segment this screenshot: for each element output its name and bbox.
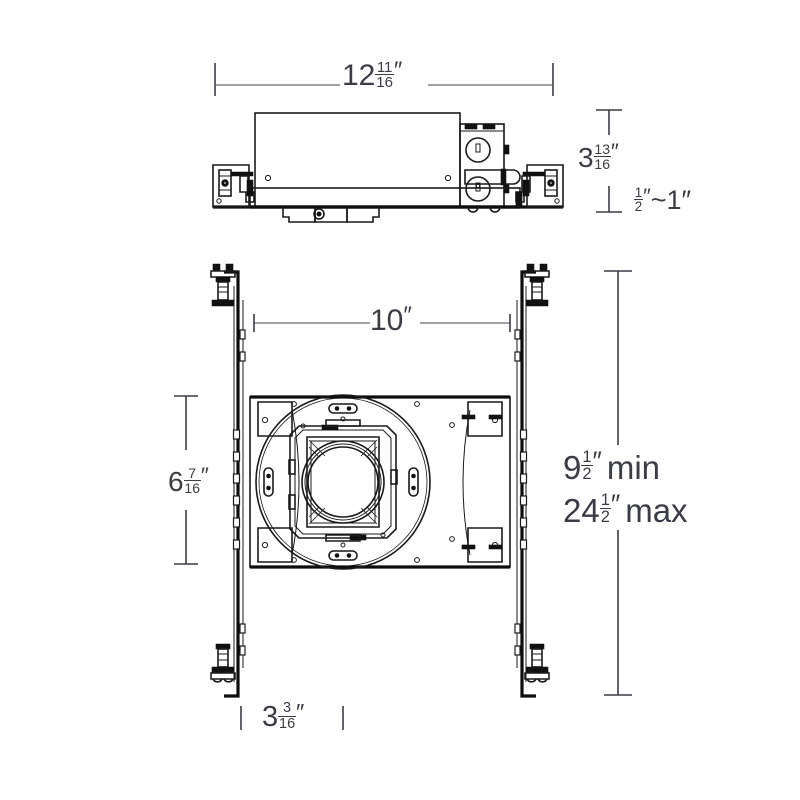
t-bar-clip-bottom-left (210, 643, 236, 683)
side-bracket-left (212, 164, 255, 208)
t-bar-clip-top-right (524, 263, 550, 307)
t-bar-clip-bottom-right (524, 643, 550, 683)
bar-hanger-left (210, 263, 246, 698)
aperture-keyhole-slots (263, 403, 419, 561)
dimension-joist-span (604, 270, 632, 696)
side-elevation-view (212, 112, 564, 223)
housing-plate (249, 394, 511, 570)
dimension-overall-width (214, 63, 554, 96)
label-plan-width: 10″ (370, 301, 412, 338)
trim-frame (288, 416, 398, 548)
dimension-aperture-height (174, 395, 198, 565)
dimension-plan-width (253, 314, 511, 332)
dimension-housing-height (596, 109, 622, 213)
t-bar-clip-top-left (210, 263, 236, 307)
bar-hanger-right (514, 263, 550, 698)
dimension-bar-hanger-offset (240, 706, 344, 730)
plan-view (210, 263, 550, 698)
side-bracket-right (515, 164, 564, 208)
